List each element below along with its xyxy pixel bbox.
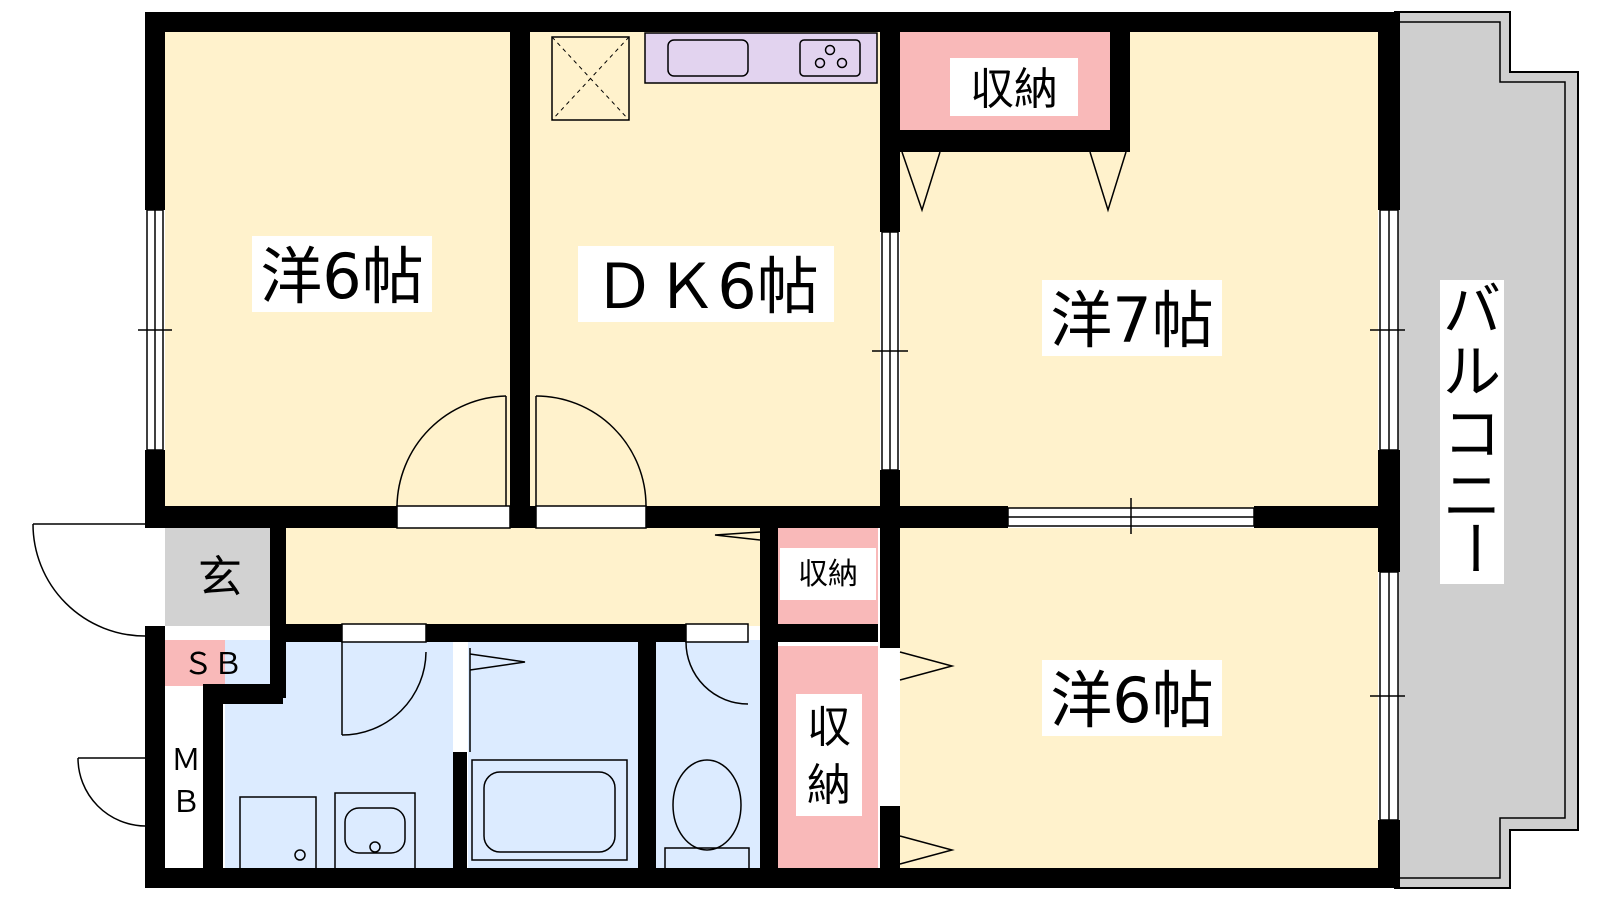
- balcony-label-2: ル: [1443, 338, 1501, 406]
- room-label-dk: ＤＫ6帖: [593, 250, 818, 323]
- balcony-label-3: コ: [1443, 400, 1501, 468]
- room-label-western-6-top: 洋6帖: [260, 240, 423, 313]
- storage-label-side-2: 納: [807, 760, 851, 811]
- entrance-area: [165, 528, 277, 626]
- storage-label-middle: 収納: [798, 557, 858, 592]
- entrance-label: 玄: [198, 552, 242, 603]
- walls: [145, 12, 1400, 888]
- kitchen-counter: [644, 32, 878, 84]
- balcony-label-1: バ: [1443, 276, 1501, 344]
- washroom: [225, 640, 453, 873]
- storage-label-side-1: 収: [807, 702, 851, 753]
- meter-box-label-1: Ｍ: [171, 743, 201, 778]
- toilet: [656, 640, 761, 873]
- stove-icon: [799, 39, 861, 77]
- meter-box: [165, 708, 203, 873]
- room-label-western-6-bottom: 洋6帖: [1050, 664, 1213, 737]
- toilet-icon: [672, 759, 742, 851]
- shoe-box-label: ＳＢ: [183, 647, 243, 682]
- storage-label-top: 収納: [970, 64, 1058, 115]
- sink-icon: [667, 39, 749, 77]
- balcony-label-4: ニ: [1443, 462, 1501, 530]
- windows: [138, 209, 1405, 821]
- room-label-western-7: 洋7帖: [1050, 284, 1213, 357]
- fridge-space: [551, 36, 630, 121]
- bathtub-icon: [471, 759, 628, 861]
- hallway: [280, 528, 760, 626]
- bathroom: [468, 640, 638, 873]
- meter-box-label-2: Ｂ: [171, 785, 201, 820]
- doors: [32, 135, 1127, 865]
- balcony-label-5: ー: [1440, 519, 1508, 577]
